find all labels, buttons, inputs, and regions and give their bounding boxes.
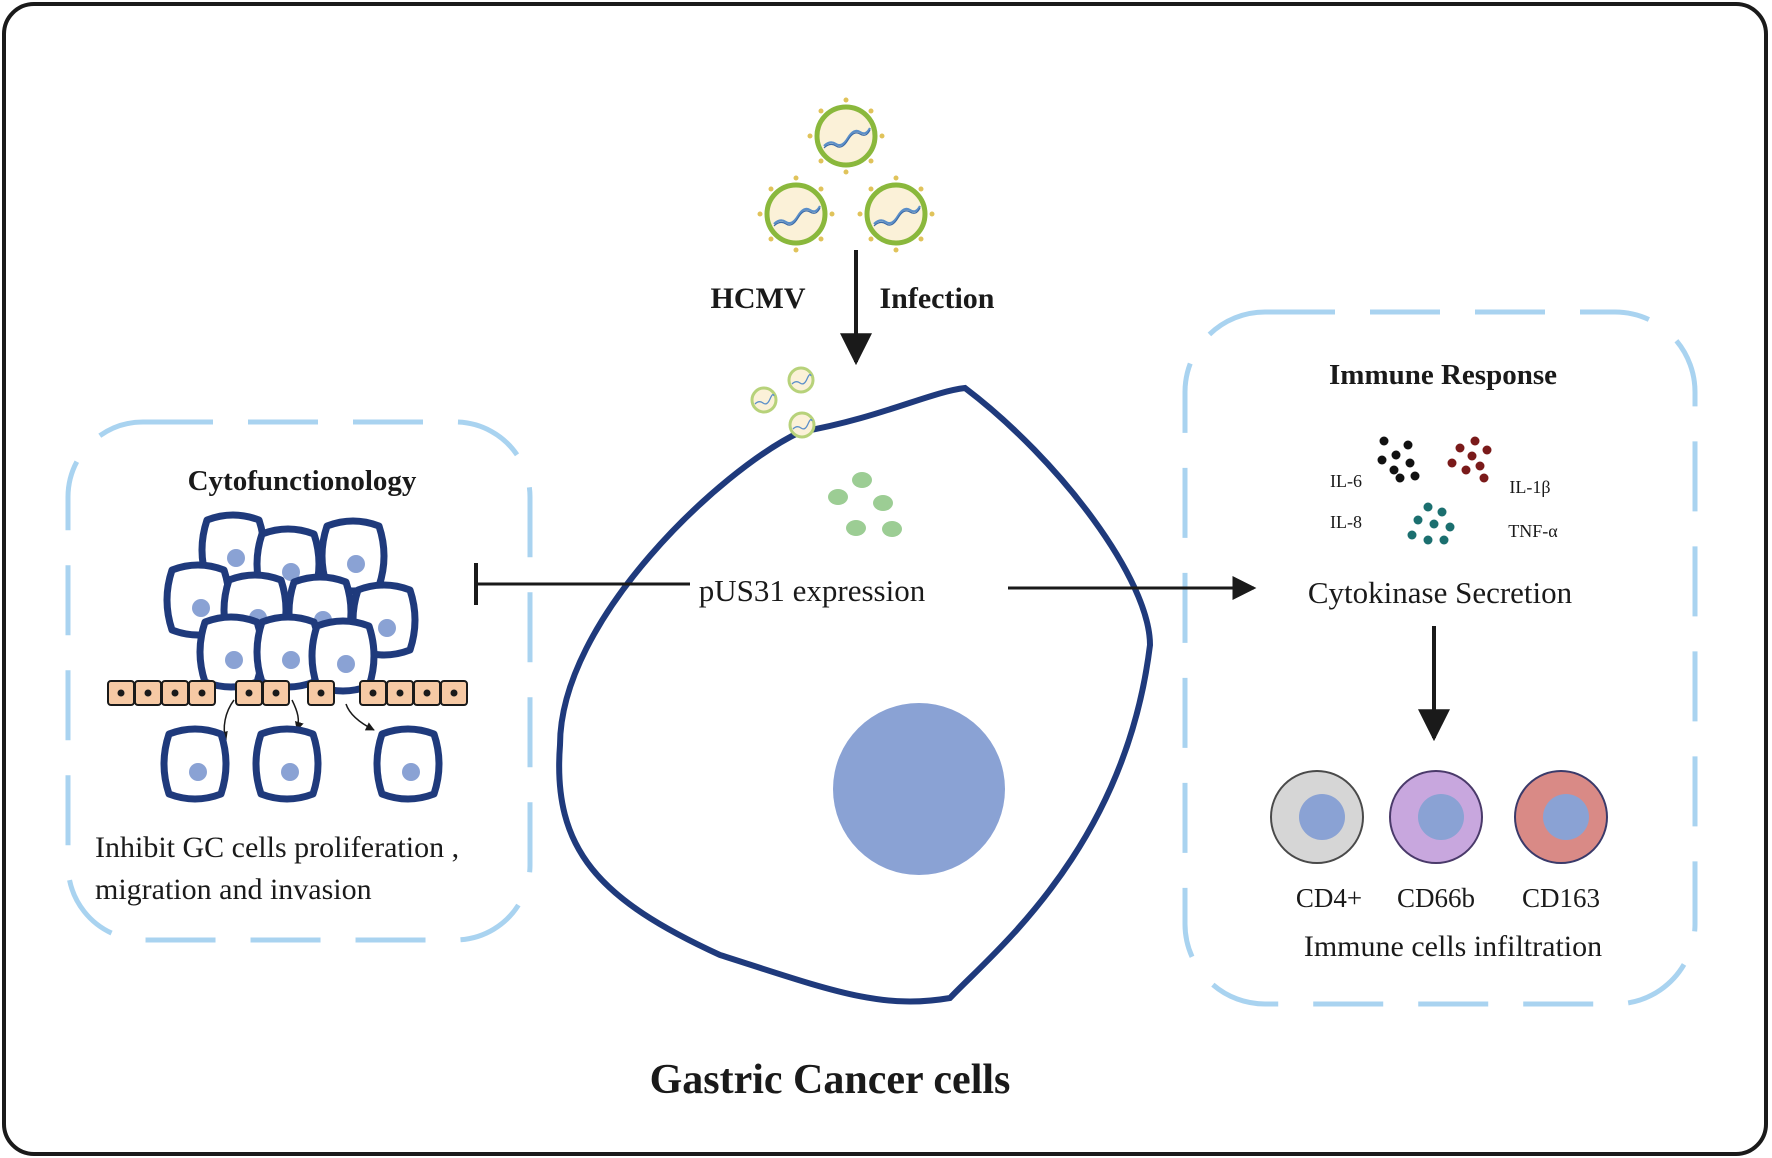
right-panel-border xyxy=(1182,309,1698,1007)
secretion-label: Cytokinase Secretion xyxy=(1308,575,1573,610)
cd163-cell-icon xyxy=(1514,770,1608,864)
il8-label: IL-8 xyxy=(1330,512,1362,532)
entering-virus-icon xyxy=(750,366,816,439)
left-panel-title: Cytofunctionology xyxy=(188,465,417,497)
il6-label: IL-6 xyxy=(1330,471,1362,491)
cd66b-cell-icon xyxy=(1389,770,1483,864)
expression-label: pUS31 expression xyxy=(699,573,926,608)
virus-group-icon xyxy=(758,98,935,253)
infection-label: Infection xyxy=(880,282,995,315)
left-panel-caption-line2: migration and invasion xyxy=(95,873,372,906)
left-panel-caption-line1: Inhibit GC cells proliferation , xyxy=(95,831,459,864)
epithelium-layer-icon xyxy=(107,680,468,706)
vesicles-icon xyxy=(828,472,902,537)
cell-nucleus xyxy=(833,703,1005,875)
epithelium-nuclei-icon xyxy=(117,689,458,697)
tnfa-label: TNF-α xyxy=(1508,521,1558,541)
right-panel-title: Immune Response xyxy=(1329,359,1557,391)
hcmv-label: HCMV xyxy=(711,282,806,315)
il6-dots-icon xyxy=(1377,436,1420,483)
cd4-label: CD4+ xyxy=(1296,883,1362,913)
figure-footer-title: Gastric Cancer cells xyxy=(650,1057,1011,1103)
cd4-cell-icon xyxy=(1270,770,1364,864)
gastric-cancer-cell xyxy=(556,384,1154,1005)
left-panel-border xyxy=(65,419,533,943)
tnfa-dots-icon xyxy=(1407,502,1455,545)
il1b-dots-icon xyxy=(1447,436,1492,483)
migrated-cells-icon xyxy=(164,729,439,799)
cd163-label: CD163 xyxy=(1522,883,1600,913)
infiltration-label: Immune cells infiltration xyxy=(1304,930,1602,963)
cd66b-label: CD66b xyxy=(1397,883,1475,913)
il1b-label: IL-1β xyxy=(1509,477,1550,497)
gc-cell-cluster-icon xyxy=(167,515,415,691)
